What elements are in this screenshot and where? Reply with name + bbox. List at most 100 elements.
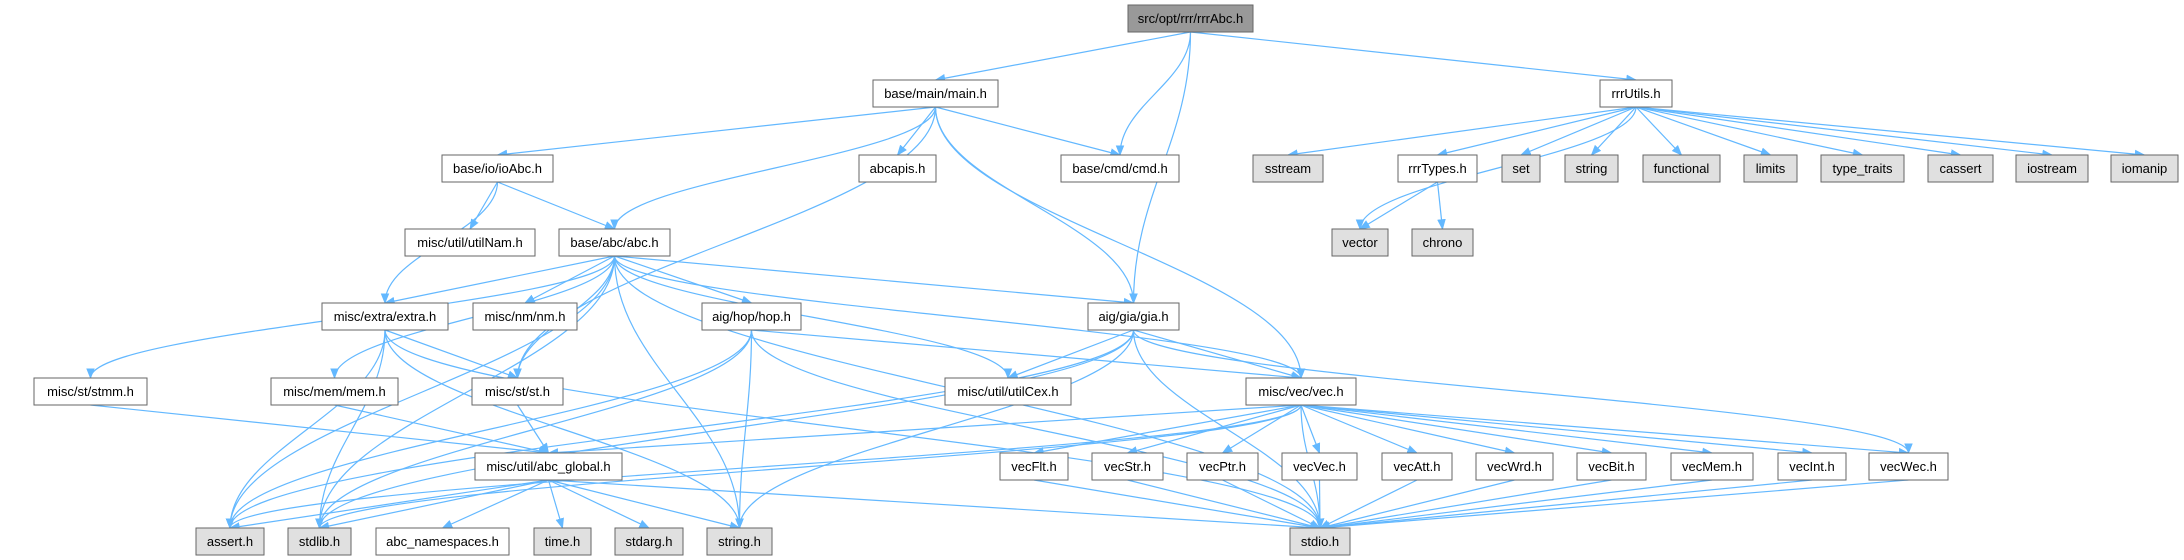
edge-main-to-abc (610, 106, 937, 231)
node-cmd[interactable]: base/cmd/cmd.h (1060, 154, 1180, 183)
node-label: string (1576, 161, 1608, 176)
node-vecStr[interactable]: vecStr.h (1091, 452, 1164, 481)
edge-arrow (497, 181, 616, 230)
node-vecBit[interactable]: vecBit.h (1576, 452, 1647, 481)
node-label: vecBit.h (1588, 459, 1634, 474)
edge-arrow (547, 479, 564, 530)
node-extra[interactable]: misc/extra/extra.h (321, 302, 449, 331)
node-nm[interactable]: misc/nm/nm.h (472, 302, 578, 331)
node-rrrUtils[interactable]: rrrUtils.h (1599, 79, 1673, 108)
node-utilCex[interactable]: misc/util/utilCex.h (944, 377, 1072, 406)
node-box (533, 527, 592, 556)
node-label: aig/hop/hop.h (712, 309, 791, 324)
node-label: limits (1756, 161, 1786, 176)
node-hop[interactable]: aig/hop/hop.h (701, 302, 802, 331)
edge-arrow (1300, 404, 1910, 457)
node-box (441, 154, 554, 183)
node-abc-global[interactable]: misc/util/abc_global.h (474, 452, 623, 481)
node-vector: vector (1331, 228, 1389, 257)
edge-abc-to-gia (614, 255, 1135, 307)
node-box (701, 302, 802, 331)
node-limits: limits (1743, 154, 1798, 183)
node-label: vecMem.h (1682, 459, 1742, 474)
edge-abc_global-to-stdio (548, 479, 1322, 532)
node-box (1186, 452, 1259, 481)
node-iostream: iostream (2015, 154, 2089, 183)
edge-root-to-rrrUtils (1190, 31, 1638, 84)
node-box (1289, 527, 1351, 556)
node-vecFlt[interactable]: vecFlt.h (999, 452, 1069, 481)
edge-arrow (516, 404, 550, 454)
edge-arrow (1115, 31, 1192, 157)
edge-arrow (384, 329, 1325, 530)
edge-arrow (524, 255, 615, 304)
node-box (375, 527, 510, 556)
edge-gia-to-assert (225, 329, 1135, 530)
node-box (1281, 452, 1358, 481)
edge-arrow (315, 404, 1302, 530)
edge-arrow (1318, 479, 1713, 532)
node-abcapis[interactable]: abcapis.h (858, 154, 937, 183)
edge-arrow (613, 255, 1306, 380)
node-vecVec[interactable]: vecVec.h (1281, 452, 1358, 481)
node-vecAtt[interactable]: vecAtt.h (1381, 452, 1453, 481)
edge-arrow (1635, 106, 1683, 156)
node-stmm[interactable]: misc/st/stmm.h (33, 377, 148, 406)
node-label: iostream (2027, 161, 2077, 176)
node-gia[interactable]: aig/gia/gia.h (1087, 302, 1180, 331)
edge-root-to-main (934, 31, 1191, 83)
edge-hop-to-string_h (735, 329, 753, 530)
edge-arrow (315, 255, 616, 530)
edge-arrow (513, 106, 937, 380)
node-rrrTypes[interactable]: rrrTypes.h (1397, 154, 1478, 183)
node-label: misc/extra/extra.h (334, 309, 437, 324)
node-vec[interactable]: misc/vec/vec.h (1245, 377, 1357, 406)
node-box (1927, 154, 1994, 183)
edge-main-to-st (513, 106, 937, 380)
edge-stmm-to-abc_global (90, 404, 550, 457)
edge-rrrTypes-to-chrono (1436, 181, 1446, 231)
edge-arrow (1635, 106, 2054, 159)
node-stdlib: stdlib.h (287, 527, 352, 556)
edge-rrrUtils-to-sstream (1286, 106, 1637, 158)
edge-rrrUtils-to-iomanip (1635, 106, 2146, 159)
edge-arrow (1635, 106, 1962, 158)
edge-arrow (1286, 106, 1637, 158)
edge-vec-to-vecStr (1126, 404, 1302, 455)
node-time: time.h (533, 527, 592, 556)
edge-arrow (496, 106, 936, 159)
node-st[interactable]: misc/st/st.h (471, 377, 564, 406)
edge-arrow (1319, 479, 1418, 529)
node-abc[interactable]: base/abc/abc.h (558, 228, 671, 257)
edge-arrow (614, 255, 753, 304)
node-vecWec[interactable]: vecWec.h (1868, 452, 1949, 481)
node-vecMem[interactable]: vecMem.h (1670, 452, 1754, 481)
edge-arrow (1126, 404, 1302, 455)
node-utilNam[interactable]: misc/util/utilNam.h (404, 228, 536, 257)
node-label: rrrTypes.h (1408, 161, 1467, 176)
edge-rrrUtils-to-functional (1635, 106, 1683, 156)
node-box (1252, 154, 1324, 183)
node-main[interactable]: base/main/main.h (872, 79, 999, 108)
node-root[interactable]: src/opt/rrr/rrrAbc.h (1127, 4, 1254, 33)
edge-vecAtt-to-stdio (1319, 479, 1418, 529)
edge-arrow (1318, 479, 1909, 532)
node-abc-namespaces[interactable]: abc_namespaces.h (375, 527, 510, 556)
node-ioAbc[interactable]: base/io/ioAbc.h (441, 154, 554, 183)
edge-arrow (1355, 106, 1637, 231)
edge-rrrUtils-to-limits (1635, 106, 1772, 156)
edge-arrow (383, 255, 615, 306)
edge-arrow (1318, 479, 1612, 531)
node-box (1475, 452, 1554, 481)
edge-arrow (1300, 404, 1321, 455)
node-box (1820, 154, 1905, 183)
edge-arrow (1127, 479, 1322, 530)
node-mem[interactable]: misc/mem/mem.h (270, 377, 399, 406)
edge-arrow (935, 106, 1122, 157)
node-vecWrd[interactable]: vecWrd.h (1475, 452, 1554, 481)
edge-vec-to-vecPtr (1221, 404, 1302, 454)
node-label: cassert (1940, 161, 1982, 176)
node-vecInt[interactable]: vecInt.h (1777, 452, 1847, 481)
node-vecPtr[interactable]: vecPtr.h (1186, 452, 1259, 481)
